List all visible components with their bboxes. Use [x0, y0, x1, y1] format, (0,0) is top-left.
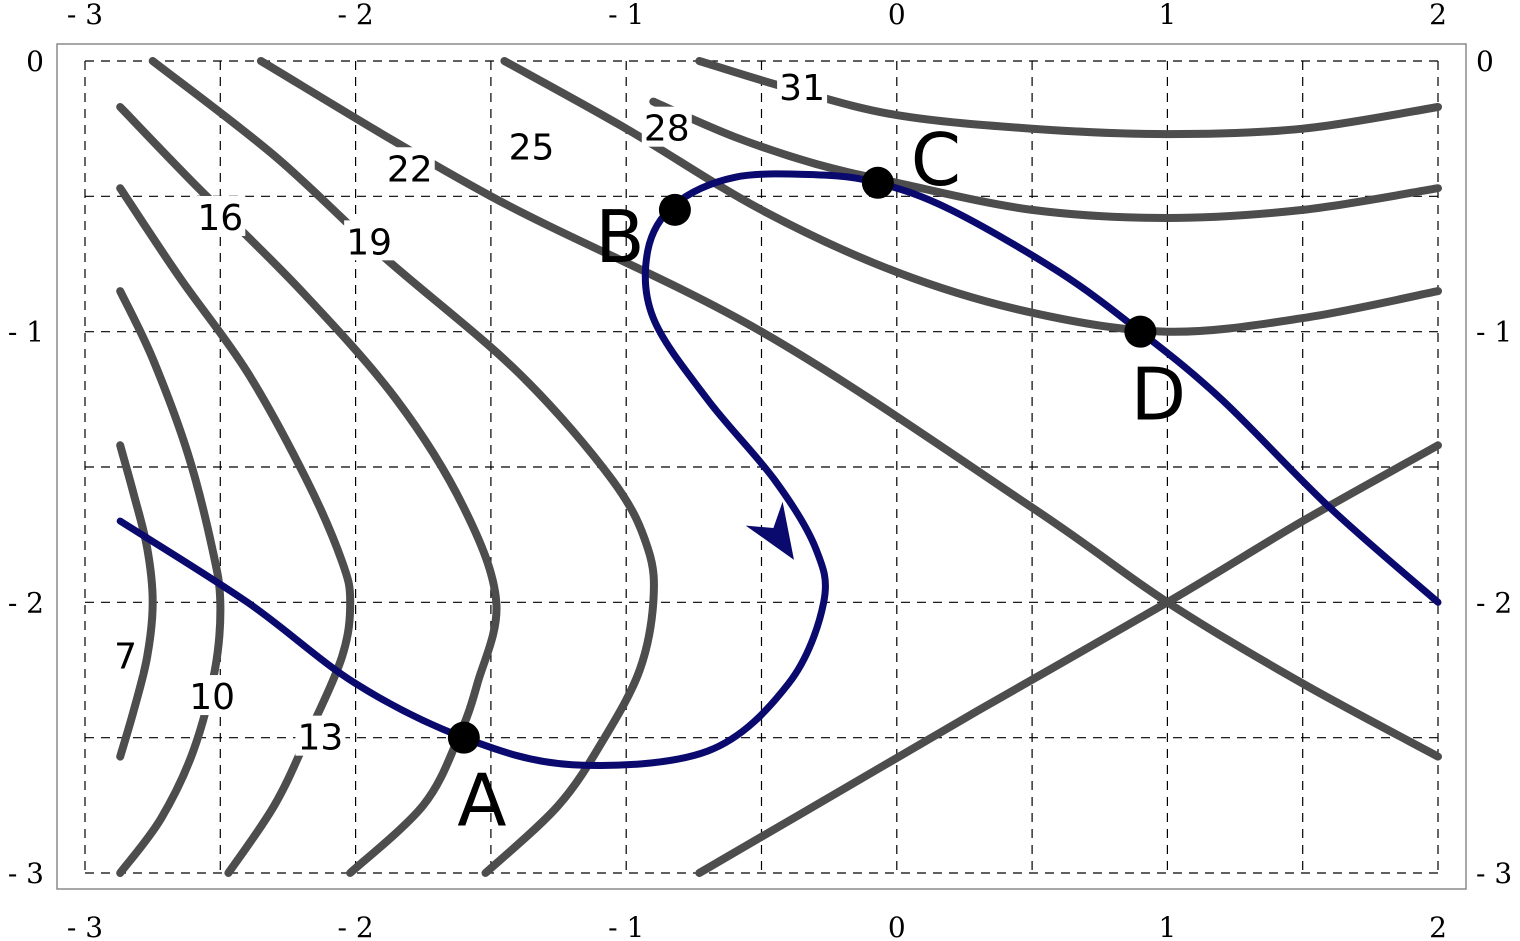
y-tick-label-left: 0	[26, 45, 44, 78]
point-label: B	[595, 195, 644, 279]
contour-label-background	[195, 195, 246, 236]
contour-label: 28	[644, 109, 690, 150]
x-tick-label-bottom: - 1	[608, 911, 644, 941]
point-marker	[1124, 315, 1157, 348]
point-marker	[447, 721, 480, 754]
y-tick-label-right: - 2	[1476, 586, 1512, 619]
contour-label: 31	[779, 68, 825, 109]
plot-frame	[56, 43, 1467, 890]
contour-line	[695, 441, 1442, 877]
y-tick-label-left: - 2	[8, 586, 44, 619]
x-tick-label-bottom: 0	[888, 911, 906, 941]
contour-line	[148, 57, 658, 877]
contour-label: 22	[387, 149, 433, 190]
x-tick-label-top: - 2	[338, 0, 374, 31]
contour-line	[649, 97, 1442, 222]
contour-label-background	[777, 66, 828, 107]
point-marker	[658, 193, 691, 226]
point-label: C	[911, 118, 961, 202]
contour-label-background	[384, 147, 435, 188]
point-label: A	[457, 759, 506, 843]
contour-label: 16	[197, 198, 243, 239]
y-tick-label-left: - 3	[8, 857, 44, 890]
contour-label: 19	[346, 222, 392, 263]
contour-label: 10	[189, 677, 235, 718]
contour-line	[256, 57, 1442, 761]
contour-label-background	[111, 634, 140, 675]
contour-line	[116, 184, 355, 877]
contour-label: 7	[114, 636, 137, 677]
x-tick-label-bottom: - 3	[67, 911, 103, 941]
contour-label: 13	[298, 718, 344, 759]
contour-lines: 7 10 13 16 19 22 25 28 31	[111, 57, 1442, 877]
x-tick-label-bottom: - 2	[338, 911, 374, 941]
trajectory-curve	[116, 170, 1442, 769]
x-tick-label-top: 1	[1158, 0, 1176, 31]
contour-label-background	[295, 715, 346, 756]
trajectory	[116, 170, 1442, 769]
y-tick-label-left: - 1	[8, 316, 44, 349]
contour-label-background	[506, 125, 557, 166]
contour-line	[116, 441, 157, 761]
contour-line	[116, 287, 225, 877]
contour-label-background	[344, 220, 395, 261]
contour-label-background	[641, 106, 692, 147]
y-tick-label-right: - 1	[1476, 316, 1512, 349]
direction-arrow-icon	[745, 501, 794, 560]
x-tick-label-bottom: 1	[1158, 911, 1176, 941]
y-tick-label-right: 0	[1476, 45, 1494, 78]
x-tick-label-top: - 1	[608, 0, 644, 31]
point-label: D	[1131, 353, 1186, 437]
x-tick-label-top: 2	[1429, 0, 1447, 31]
x-tick-label-top: 0	[888, 0, 906, 31]
contour-label-background	[187, 675, 238, 716]
point-marker	[861, 166, 894, 199]
y-tick-label-right: - 3	[1476, 857, 1512, 890]
labeled-points: A B C D	[447, 118, 1186, 843]
contour-label: 25	[509, 128, 555, 169]
x-tick-label-bottom: 2	[1429, 911, 1447, 941]
x-tick-label-top: - 3	[67, 0, 103, 31]
